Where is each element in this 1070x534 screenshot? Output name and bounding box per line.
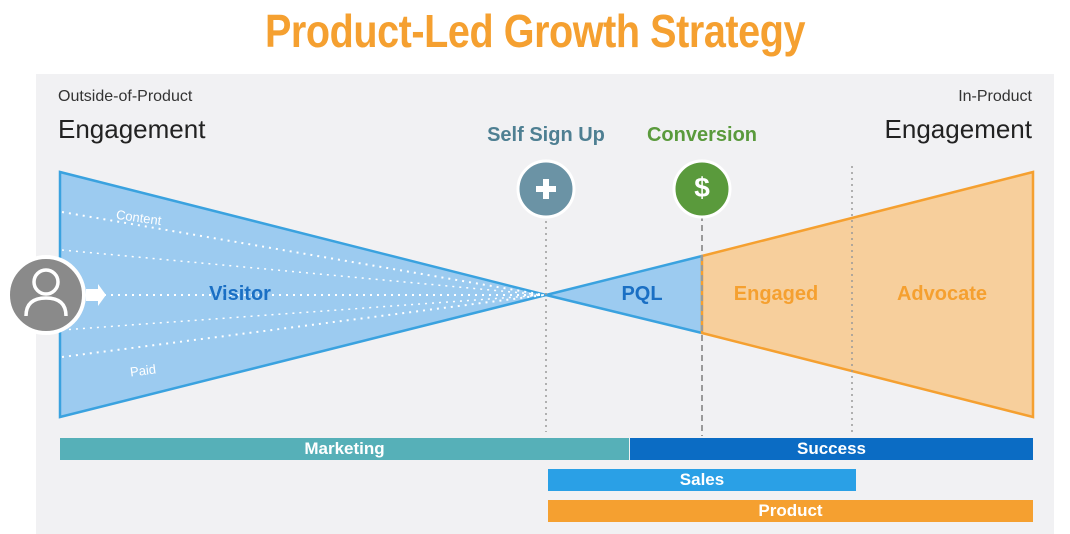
conversion-label: Conversion bbox=[646, 124, 758, 146]
arrow-icon bbox=[86, 284, 106, 306]
page-title: Product-Led Growth Strategy bbox=[264, 5, 806, 57]
inproduct-label: In-Product bbox=[958, 88, 1032, 105]
content-stream-line bbox=[61, 211, 545, 296]
sales-bar: Sales bbox=[548, 469, 856, 491]
success-bar: Success bbox=[630, 438, 1033, 460]
outside-product-label: Outside-of-Product bbox=[58, 88, 193, 105]
stage-visitor: Visitor bbox=[209, 283, 271, 305]
stage-advocate: Advocate bbox=[896, 283, 988, 305]
conversion-circle bbox=[672, 159, 732, 219]
stage-pql: PQL bbox=[621, 283, 663, 305]
marketing-bar: Marketing bbox=[60, 438, 629, 460]
outside-engagement-label: Engagement bbox=[58, 114, 206, 144]
stage-engaged: Engaged bbox=[733, 283, 819, 305]
stream-paid: Paid bbox=[129, 361, 157, 380]
plus-icon bbox=[536, 179, 556, 199]
dollar-icon: $ bbox=[694, 172, 710, 203]
user-avatar-icon bbox=[6, 255, 86, 335]
self-signup-label: Self Sign Up bbox=[487, 124, 605, 146]
inproduct-engagement-label: Engagement bbox=[884, 114, 1032, 144]
product-bar: Product bbox=[548, 500, 1033, 522]
